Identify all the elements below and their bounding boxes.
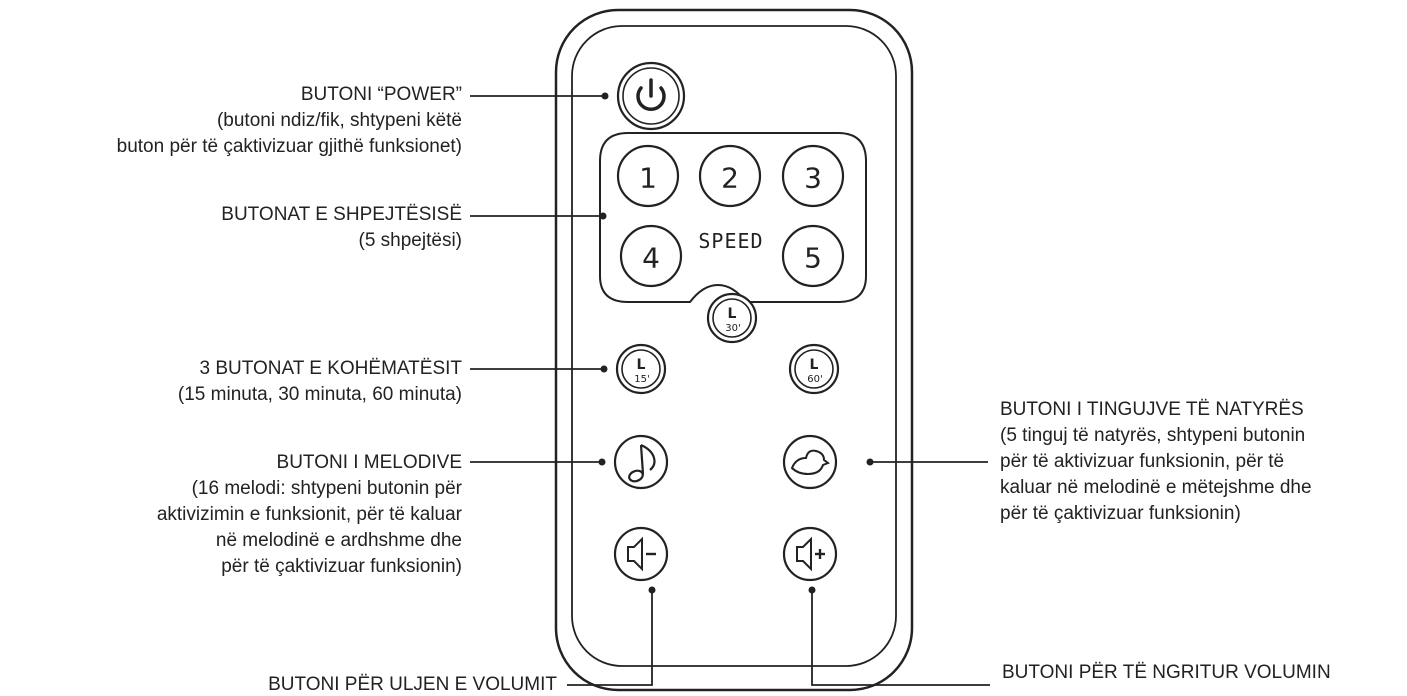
volume-up-button[interactable] [782,526,838,582]
volume-down-button[interactable] [613,526,669,582]
nature-label-line-2: për të aktivizuar funksionin, për të [1000,451,1285,472]
bird-icon [790,449,831,476]
nature-label-line-4: për të çaktivizuar funksionin) [1000,503,1241,524]
melody-label-line-1: (16 melodi: shtypeni butonin për [191,478,462,499]
speed-label-title: BUTONAT E SHPEJTËSISË [221,204,462,225]
power-label-line-2: buton për të çaktivizuar gjithë funksion… [116,136,462,157]
volume-down-label-title: BUTONI PËR ULJEN E VOLUMIT [268,674,557,695]
nature-label-title: BUTONI I TINGUJVE TË NATYRËS [1000,399,1304,420]
power-icon [636,86,666,112]
remote-inner-body [571,25,897,667]
leader-lines [470,92,990,686]
speed-button-4[interactable]: 4 [619,224,683,288]
nature-label-line-1: (5 tinguj të natyrës, shtypeni butonin [1000,425,1306,446]
timer-30-button[interactable]: L 30' [706,292,758,344]
timer-60-button[interactable]: L 60' [788,343,840,395]
timer-30-symbol: L [728,306,737,322]
melody-label-block: BUTONI I MELODIVE (16 melodi: shtypeni b… [157,450,462,580]
melody-label-line-4: për të çaktivizuar funksionin) [221,556,462,577]
power-label-line-1: (butoni ndiz/fik, shtypeni këtë [216,110,462,131]
speed-button-3-label: 3 [804,162,822,195]
music-note-icon [628,443,656,483]
volume-up-label-block: BUTONI PËR TË NGRITUR VOLUMIN [1002,660,1331,686]
power-label-title: BUTONI “POWER” [300,84,462,105]
timer-label-block: 3 BUTONAT E KOHËMATËSIT (15 minuta, 30 m… [178,356,462,408]
timer-15-label: 15' [634,374,649,385]
melody-label-title: BUTONI I MELODIVE [276,452,462,473]
speed-label-block: BUTONAT E SHPEJTËSISË (5 shpejtësi) [221,202,462,254]
melody-label-line-2: aktivizimin e funksionit, për të kaluar [156,504,462,525]
speed-button-5[interactable]: 5 [781,224,845,288]
speed-button-4-label: 4 [642,242,660,275]
power-label-block: BUTONI “POWER” (butoni ndiz/fik, shtypen… [117,82,462,160]
power-button[interactable] [616,61,686,131]
timer-15-button[interactable]: L 15' [615,343,667,395]
speed-button-1-label: 1 [639,162,657,195]
speed-button-2[interactable]: 2 [698,144,762,208]
melody-button[interactable] [613,434,669,490]
speed-label: SPEED [698,229,763,253]
speaker-plus-icon [796,536,825,572]
speed-button-3[interactable]: 3 [781,144,845,208]
timer-60-label: 60' [807,374,822,385]
speed-button-2-label: 2 [721,162,739,195]
speed-button-5-label: 5 [804,242,822,275]
speaker-minus-icon [627,536,656,572]
nature-label-line-3: kaluar në melodinë e mëtejshme dhe [1000,477,1312,498]
timer-label-title: 3 BUTONAT E KOHËMATËSIT [199,358,462,379]
timer-30-label: 30' [725,323,740,334]
melody-label-line-3: në melodinë e ardhshme dhe [215,530,462,551]
speed-label-line-1: (5 shpejtësi) [358,230,463,251]
nature-label-block: BUTONI I TINGUJVE TË NATYRËS (5 tinguj t… [1000,397,1312,527]
nature-sounds-button[interactable] [782,434,838,490]
speed-button-1[interactable]: 1 [616,144,680,208]
remote-outer-body [554,8,914,692]
timer-15-symbol: L [637,357,646,373]
timer-60-symbol: L [810,357,819,373]
timer-label-line-1: (15 minuta, 30 minuta, 60 minuta) [177,384,462,405]
volume-down-label-block: BUTONI PËR ULJEN E VOLUMIT [268,672,557,696]
volume-up-label-title: BUTONI PËR TË NGRITUR VOLUMIN [1002,662,1331,683]
